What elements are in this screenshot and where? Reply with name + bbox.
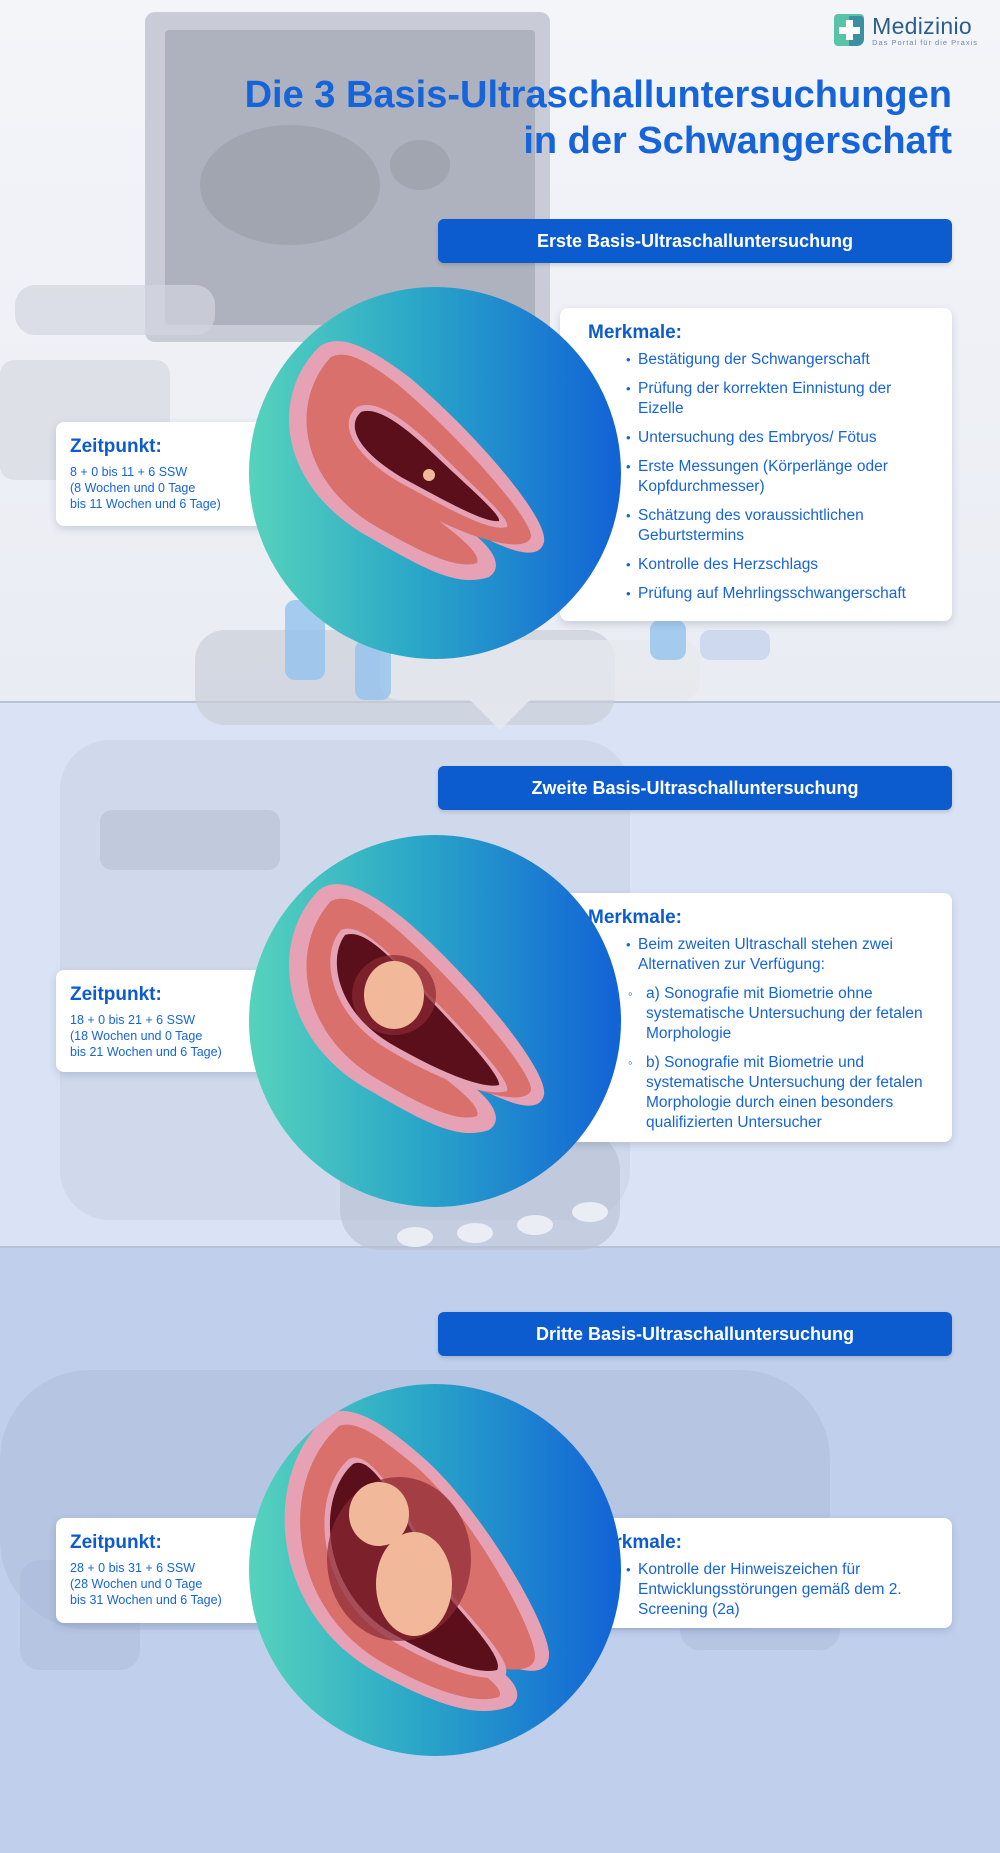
page-title-line-2: in der Schwangerschaft xyxy=(523,120,952,162)
uterus-illustration-3 xyxy=(249,1384,621,1756)
list-item: Prüfung auf Mehrlingsschwangerschaft xyxy=(626,584,934,604)
brand-name: Medizinio xyxy=(872,12,972,39)
features-list: Kontrolle der Hinweiszeichen für Entwick… xyxy=(626,1560,934,1620)
brand-tagline: Das Portal für die Praxis xyxy=(872,37,978,47)
time-line: bis 21 Wochen und 6 Tage) xyxy=(70,1045,222,1059)
list-item: a) Sonografie mit Biometrie ohne systema… xyxy=(628,984,934,1044)
section-header-2: Zweite Basis-Ultraschalluntersuchung xyxy=(438,766,952,810)
list-item: b) Sonografie mit Biometrie und systemat… xyxy=(628,1053,934,1133)
time-line: (8 Wochen und 0 Tage xyxy=(70,481,196,495)
list-item: Kontrolle der Hinweiszeichen für Entwick… xyxy=(626,1560,934,1620)
list-item: Bestätigung der Schwangerschaft xyxy=(626,350,934,370)
list-item: Prüfung der korrekten Einnistung der Eiz… xyxy=(626,379,934,419)
list-item: Schätzung des voraussichtlichen Geburtst… xyxy=(626,506,934,546)
time-title: Zeitpunkt: xyxy=(70,436,162,457)
uterus-illustration-1 xyxy=(249,287,621,659)
list-item: Erste Messungen (Körperlänge oder Kopfdu… xyxy=(626,457,934,497)
list-item: Beim zweiten Ultraschall stehen zwei Alt… xyxy=(626,935,934,975)
uterus-illustration-2 xyxy=(249,835,621,1207)
medical-cross-icon xyxy=(834,14,865,46)
brand-logo[interactable]: Medizinio Das Portal für die Praxis xyxy=(832,12,978,48)
time-line: 18 + 0 bis 21 + 6 SSW xyxy=(70,1013,196,1027)
features-list: Beim zweiten Ultraschall stehen zwei Alt… xyxy=(626,935,934,1133)
time-card-1: Zeitpunkt: 8 + 0 bis 11 + 6 SSW (8 Woche… xyxy=(56,422,276,526)
features-list: Bestätigung der Schwangerschaft Prüfung … xyxy=(626,350,934,604)
time-line: (18 Wochen und 0 Tage xyxy=(70,1029,203,1043)
features-card-2: Merkmale: Beim zweiten Ultraschall stehe… xyxy=(560,893,952,1142)
time-line: (28 Wochen und 0 Tage xyxy=(70,1577,203,1591)
time-title: Zeitpunkt: xyxy=(70,984,162,1005)
time-title: Zeitpunkt: xyxy=(70,1532,162,1553)
list-item: Kontrolle des Herzschlags xyxy=(626,555,934,575)
list-item: Untersuchung des Embryos/ Fötus xyxy=(626,428,934,448)
time-line: 28 + 0 bis 31 + 6 SSW xyxy=(70,1561,196,1575)
time-line: bis 31 Wochen und 6 Tage) xyxy=(70,1593,222,1607)
page-title-line-1: Die 3 Basis-Ultraschalluntersuchungen xyxy=(244,74,952,116)
time-line: bis 11 Wochen und 6 Tage) xyxy=(70,497,221,511)
section-header-3: Dritte Basis-Ultraschalluntersuchung xyxy=(438,1312,952,1356)
features-title: Merkmale: xyxy=(588,1532,682,1553)
time-line: 8 + 0 bis 11 + 6 SSW xyxy=(70,465,188,479)
page-title: Die 3 Basis-Ultraschalluntersuchungen in… xyxy=(245,72,952,164)
features-card-1: Merkmale: Bestätigung der Schwangerschaf… xyxy=(560,308,952,621)
time-card-2: Zeitpunkt: 18 + 0 bis 21 + 6 SSW (18 Woc… xyxy=(56,970,276,1072)
section-header-1: Erste Basis-Ultraschalluntersuchung xyxy=(438,219,952,263)
features-title: Merkmale: xyxy=(588,322,682,343)
features-card-3: Merkmale: Kontrolle der Hinweiszeichen f… xyxy=(560,1518,952,1628)
time-card-3: Zeitpunkt: 28 + 0 bis 31 + 6 SSW (28 Woc… xyxy=(56,1518,276,1623)
features-title: Merkmale: xyxy=(588,907,682,928)
